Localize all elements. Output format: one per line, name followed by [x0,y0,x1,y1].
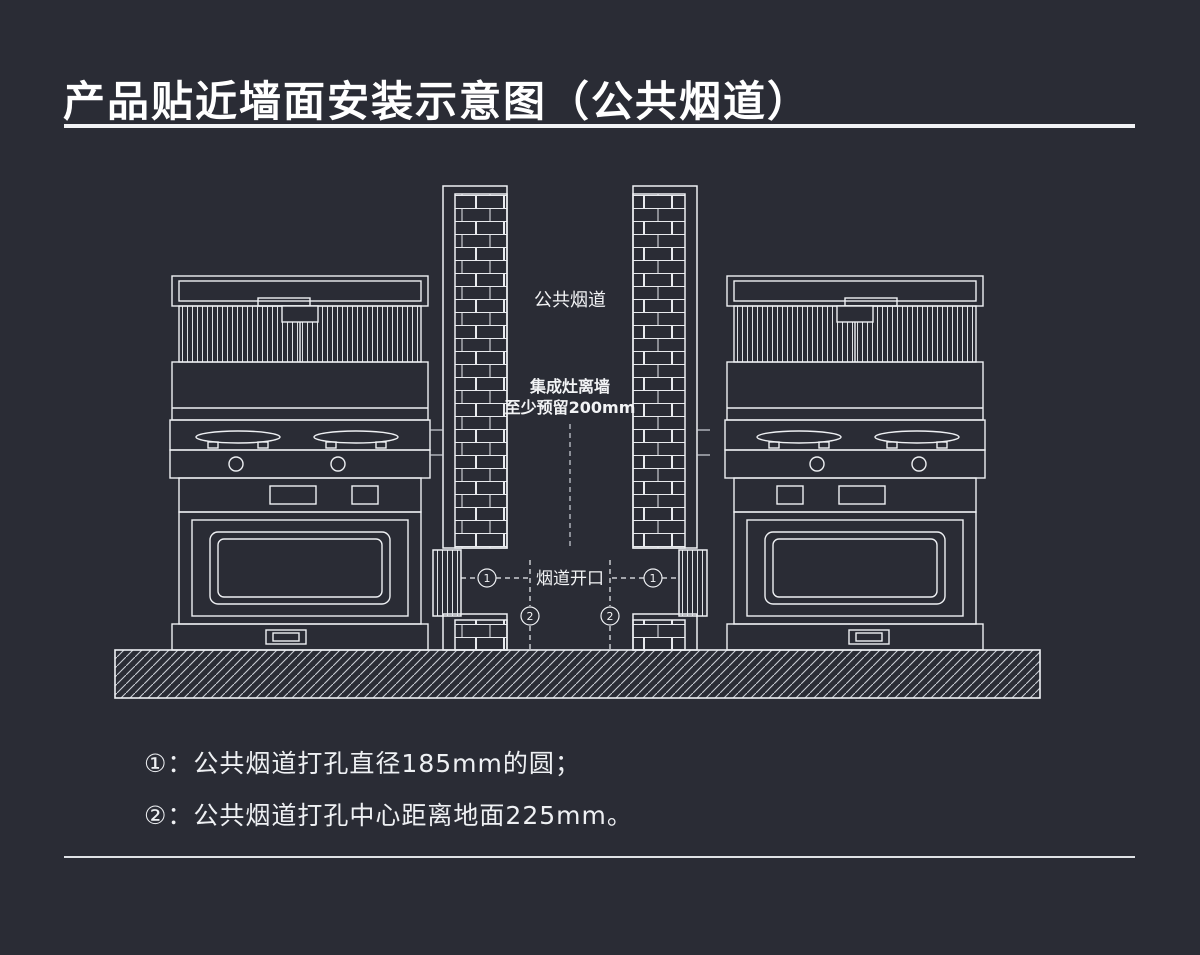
page-title: 产品贴近墙面安装示意图（公共烟道） [63,77,812,126]
construction-lines [430,424,710,546]
ground [114,649,1041,699]
marker-1-digit: 1 [650,572,657,585]
marker-2-digit: 2 [527,610,534,623]
left-duct [432,549,462,617]
marker-2-circle [600,606,620,626]
title-underline [64,124,1135,128]
right-flue-column [632,185,708,651]
marker-1-circle [643,568,663,588]
clearance-label-line2: 至少预留200mm [505,398,636,417]
right-stove [724,275,986,651]
brick-fill [454,619,508,651]
bottom-divider [64,856,1135,858]
marker-2-digit: 2 [607,610,614,623]
opening-label: 烟道开口 [536,569,604,589]
marker-2-circle [520,606,540,626]
clearance-label-line1: 集成灶离墙 [529,377,610,396]
left-stove [169,275,431,651]
brick-fill [454,193,508,549]
marker-1-digit: 1 [484,572,491,585]
marker-1-circle [477,568,497,588]
brick-fill [632,193,686,549]
brick-fill [632,619,686,651]
note-1: ①：公共烟道打孔直径185mm的圆； [144,749,581,778]
flue-label: 公共烟道 [534,290,606,311]
right-duct [678,549,708,617]
flue-opening-markers: 1 1 2 2 [461,560,679,650]
notes: ①：公共烟道打孔直径185mm的圆； ②：公共烟道打孔中心距离地面225mm。 [144,744,633,848]
note-2: ②：公共烟道打孔中心距离地面225mm。 [144,801,633,830]
left-flue-column [432,185,508,651]
